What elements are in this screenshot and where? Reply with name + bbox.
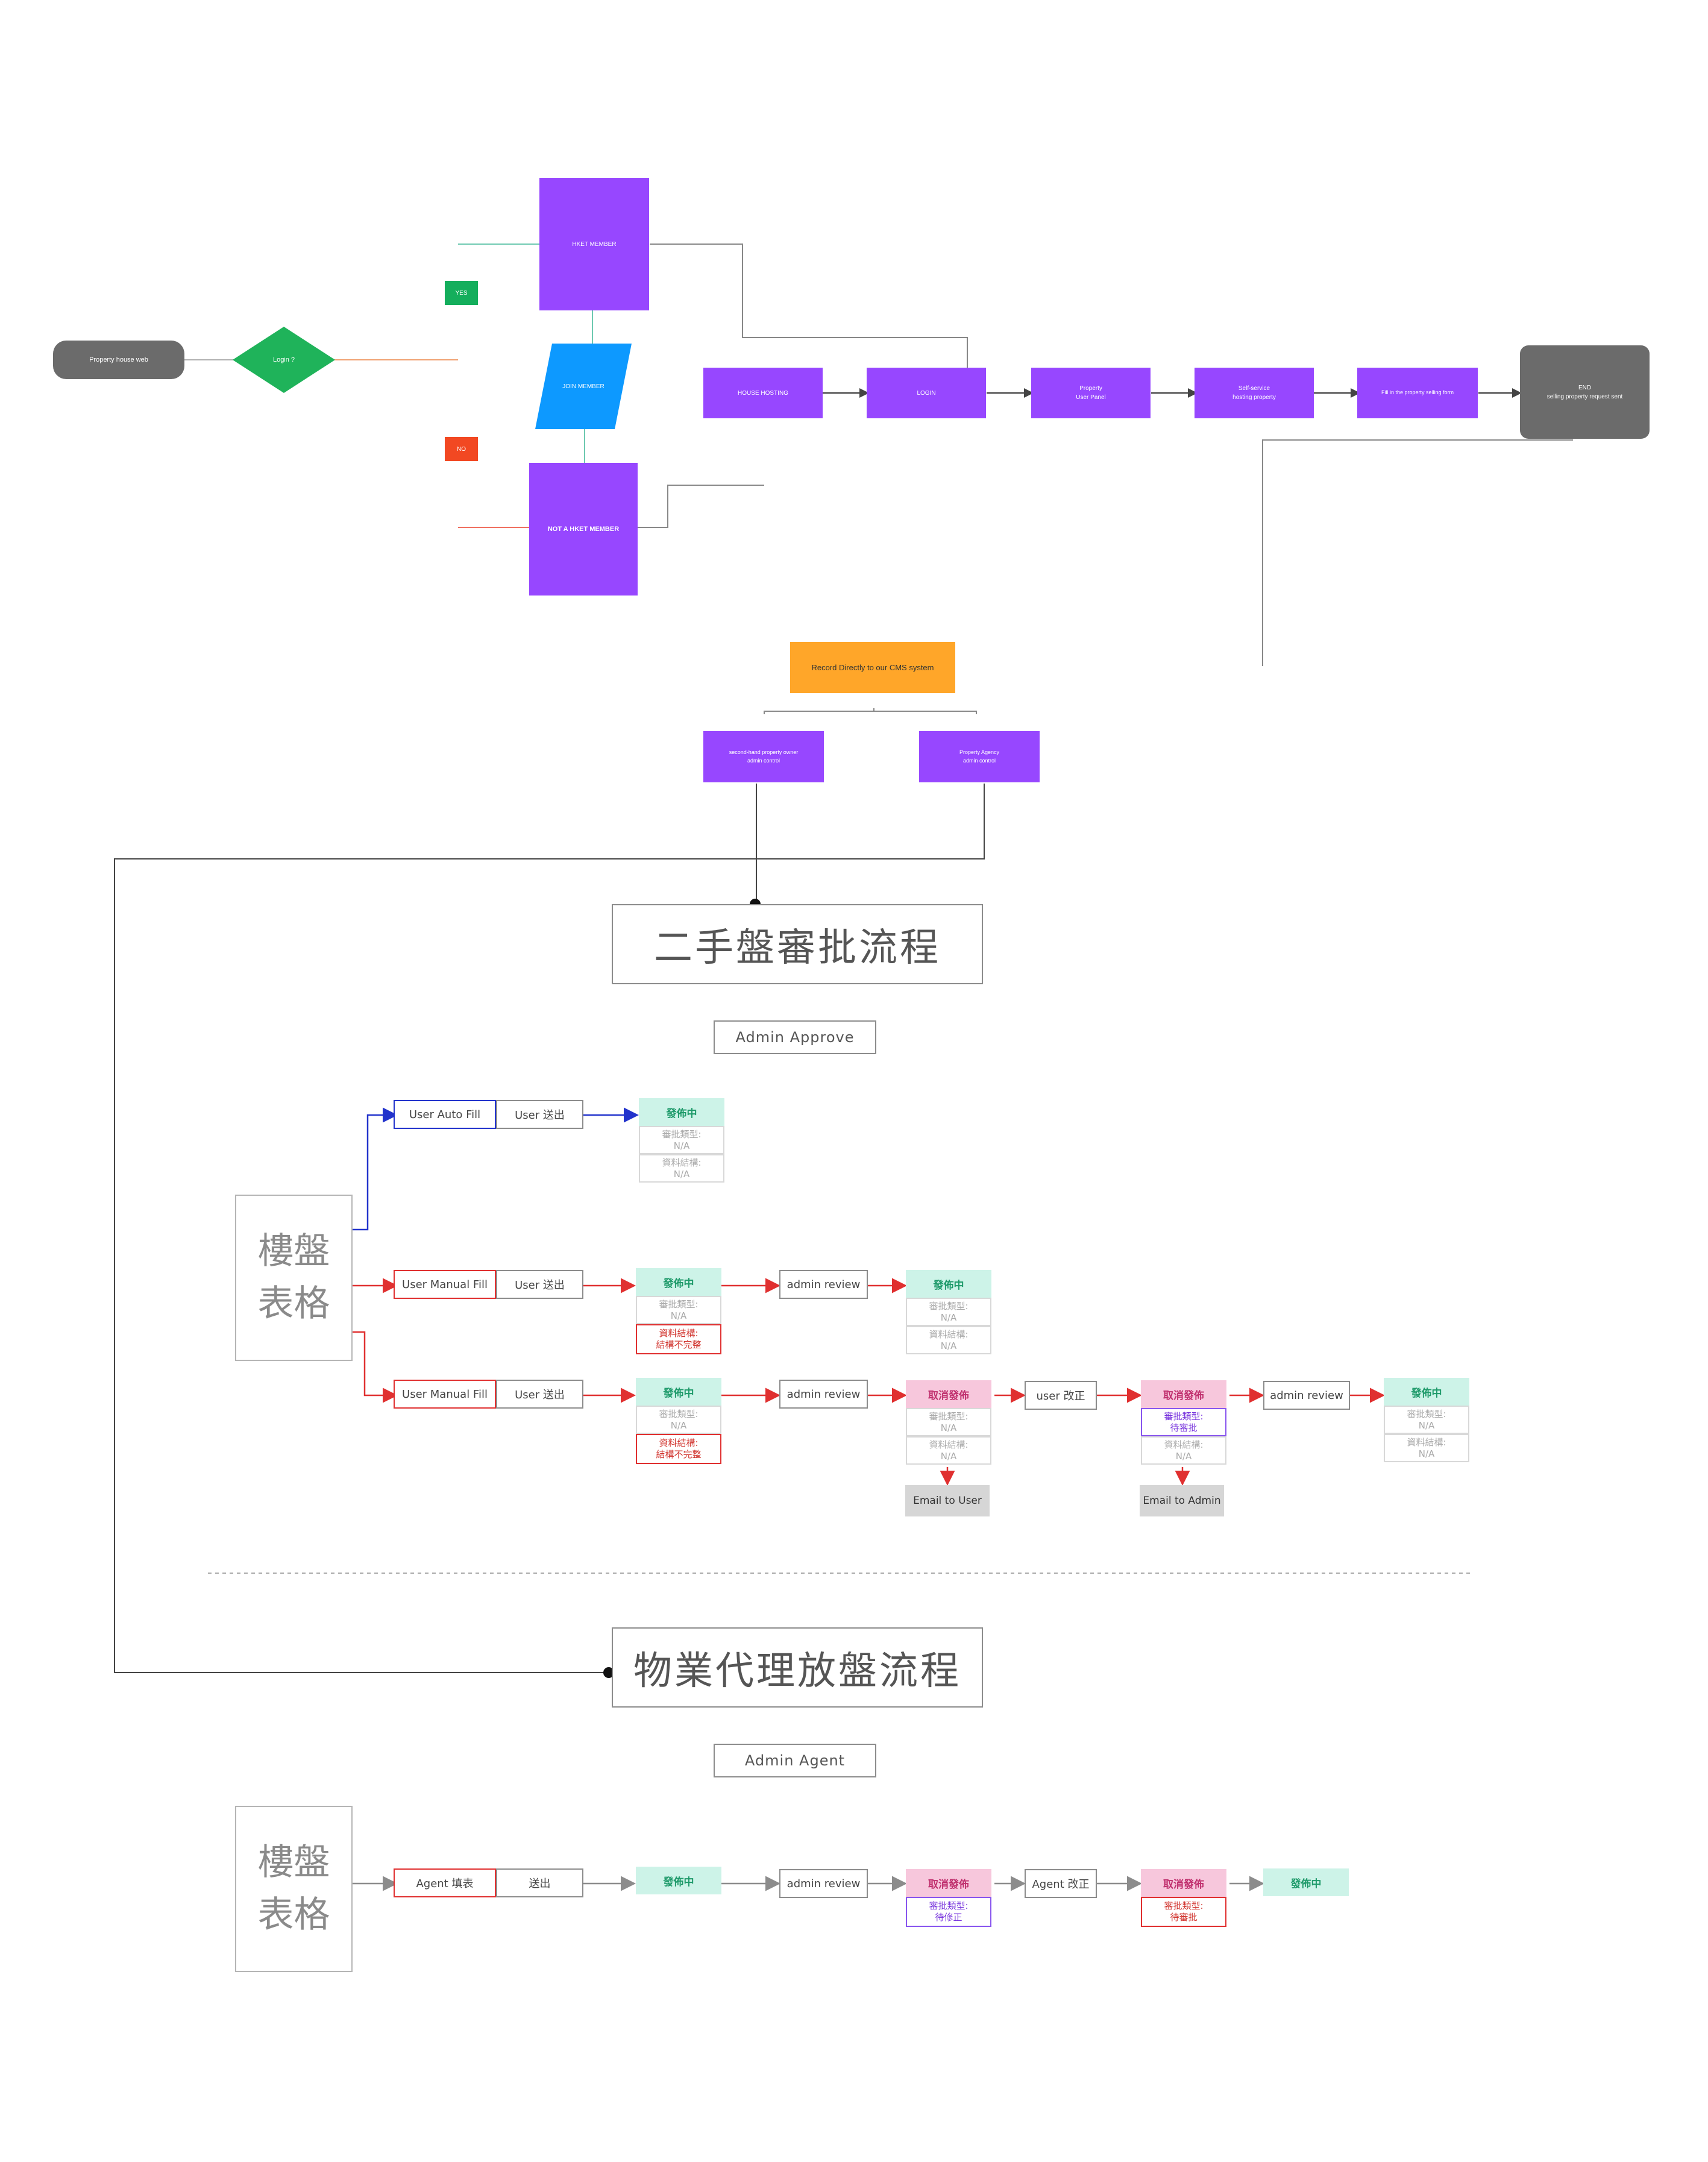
user-submit-label-3: User 送出 — [496, 1380, 583, 1409]
user-manual-fill-label-2: User Manual Fill — [394, 1380, 496, 1409]
fill-form-node: Fill in the property selling form — [1357, 368, 1478, 418]
agency-admin-control-node: Property Agency admin control — [919, 731, 1040, 782]
agent-status-cancelled-2: 取消發佈 — [1141, 1869, 1226, 1897]
admin-review-label-3: admin review — [1263, 1381, 1350, 1410]
approval-type-6: 審批類型: 待審批 — [1141, 1408, 1226, 1436]
status-cancelled-1: 取消發佈 — [906, 1380, 991, 1408]
yes-tag: YES — [445, 281, 478, 305]
status-published-4: 發佈中 — [636, 1378, 721, 1406]
agent-fill-label: Agent 填表 — [394, 1868, 496, 1897]
section1-title: 二手盤審批流程 — [612, 904, 983, 984]
not-member-node: NOT A HKET MEMBER — [529, 463, 638, 595]
data-structure-1: 資料結構: N/A — [639, 1154, 724, 1183]
status-published-5: 發佈中 — [1384, 1378, 1469, 1406]
join-member-label: JOIN MEMBER — [562, 383, 604, 390]
login-decision: Login ? — [233, 327, 335, 393]
user-auto-fill-label: User Auto Fill — [394, 1100, 496, 1129]
owner-admin-control-node: second-hand property owner admin control — [703, 731, 824, 782]
data-structure-7: 資料結構: N/A — [1384, 1434, 1469, 1462]
junction-dot-2 — [603, 1667, 614, 1678]
agent-approval-type-2: 審批類型: 待審批 — [1141, 1897, 1226, 1927]
approval-type-1: 審批類型: N/A — [639, 1126, 724, 1154]
agent-status-published-2: 發佈中 — [1263, 1868, 1349, 1896]
data-structure-4: 資料結構: 結構不完整 — [636, 1434, 721, 1464]
email-to-admin: Email to Admin — [1140, 1485, 1224, 1516]
status-published-3: 發佈中 — [906, 1270, 991, 1298]
approval-type-4: 審批類型: N/A — [636, 1406, 721, 1434]
record-cms-node: Record Directly to our CMS system — [790, 642, 955, 693]
approval-type-7: 審批類型: N/A — [1384, 1406, 1469, 1434]
section1-form-box: 樓盤 表格 — [235, 1195, 353, 1361]
agent-status-published-1: 發佈中 — [636, 1867, 721, 1894]
user-manual-fill-label-1: User Manual Fill — [394, 1270, 496, 1299]
top-flow-connectors — [114, 244, 1573, 1673]
end-node: END selling property request sent — [1520, 345, 1650, 439]
admin-review-label-1: admin review — [779, 1270, 868, 1299]
user-panel-node: Property User Panel — [1031, 368, 1151, 418]
house-hosting-node: HOUSE HOSTING — [703, 368, 823, 418]
user-submit-label-2: User 送出 — [496, 1270, 583, 1299]
section1-connectors — [353, 1107, 1385, 1486]
user-fix-label: user 改正 — [1025, 1381, 1097, 1410]
login-node: LOGIN — [867, 368, 986, 418]
approval-type-5: 審批類型: N/A — [906, 1408, 991, 1436]
login-decision-label: Login ? — [272, 356, 295, 363]
no-tag: NO — [445, 437, 478, 461]
status-published-2: 發佈中 — [636, 1268, 721, 1296]
section2-title: 物業代理放盤流程 — [612, 1627, 983, 1708]
data-structure-3: 資料結構: N/A — [906, 1326, 991, 1354]
status-cancelled-2: 取消發佈 — [1141, 1380, 1226, 1408]
hket-member-node: HKET MEMBER — [539, 178, 649, 310]
section1-subtitle: Admin Approve — [714, 1020, 876, 1054]
user-submit-label-1: User 送出 — [496, 1100, 583, 1129]
section2-form-box: 樓盤 表格 — [235, 1806, 353, 1972]
agent-submit-label: 送出 — [496, 1868, 583, 1897]
agent-status-cancelled-1: 取消發佈 — [906, 1869, 991, 1897]
join-member-node: JOIN MEMBER — [535, 344, 632, 429]
agent-fix-label: Agent 改正 — [1025, 1869, 1097, 1898]
email-to-user: Email to User — [905, 1485, 990, 1516]
self-service-node: Self-service hosting property — [1195, 368, 1314, 418]
data-structure-2: 資料結構: 結構不完整 — [636, 1324, 721, 1354]
agent-admin-review-label: admin review — [779, 1869, 868, 1898]
data-structure-6: 資料結構: N/A — [1141, 1436, 1226, 1465]
section2-subtitle: Admin Agent — [714, 1744, 876, 1777]
start-node: Property house web — [53, 341, 184, 379]
approval-type-2: 審批類型: N/A — [636, 1296, 721, 1324]
approval-type-3: 審批類型: N/A — [906, 1298, 991, 1326]
agent-approval-type-1: 審批類型: 待修正 — [906, 1897, 991, 1927]
admin-review-label-2: admin review — [779, 1380, 868, 1409]
data-structure-5: 資料結構: N/A — [906, 1436, 991, 1465]
status-published-1: 發佈中 — [639, 1098, 724, 1126]
